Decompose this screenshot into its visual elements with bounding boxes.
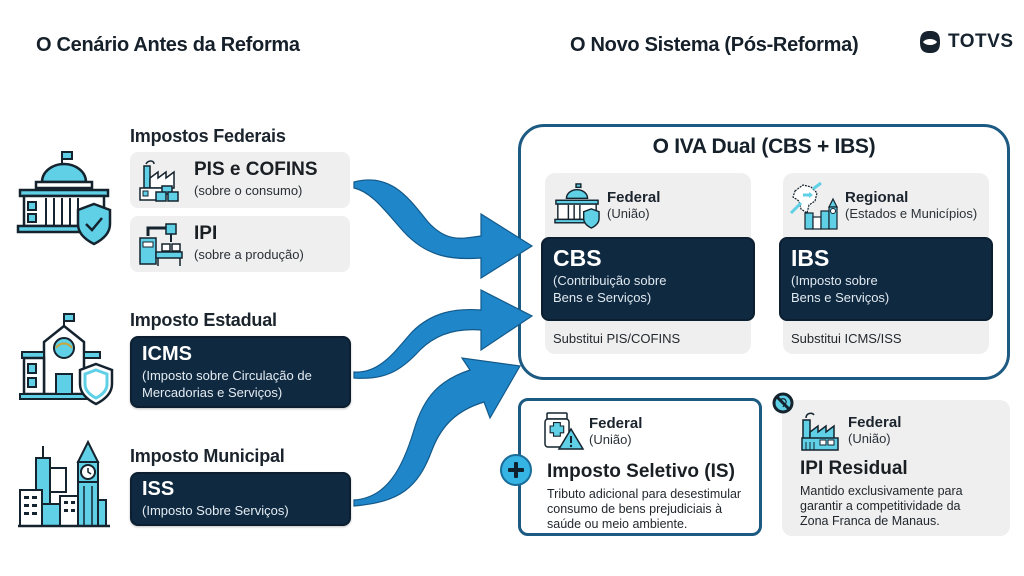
ipi-res-desc-line2: garantir a competitividade da bbox=[800, 499, 961, 513]
is-level: Federal bbox=[589, 415, 643, 432]
ipi-res-level: Federal bbox=[848, 414, 902, 431]
municipal-tax-heading: Imposto Municipal bbox=[130, 446, 285, 466]
ipi-res-description: Mantido exclusivamente para garantir a c… bbox=[800, 484, 963, 529]
ipi-res-title: IPI Residual bbox=[800, 458, 908, 479]
ipi-res-desc-line3: Zona Franca de Manaus. bbox=[800, 514, 940, 528]
icms-subtitle-line2: Mercadorias e Serviços) bbox=[142, 384, 283, 400]
is-desc-line3: saúde ou meio ambiente. bbox=[547, 517, 688, 531]
cbs-desc-line2: Bens e Serviços) bbox=[553, 289, 652, 305]
plus-icon bbox=[508, 462, 524, 478]
cbs-panel: Federal (União) CBS (Contribuição sobre … bbox=[541, 173, 755, 354]
pis-cofins-card: PIS e COFINS (sobre o consumo) bbox=[130, 152, 350, 208]
is-level-sub: (União) bbox=[589, 432, 632, 447]
ipi-res-desc-line1: Mantido exclusivamente para bbox=[800, 484, 963, 498]
city-clocktower-icon bbox=[18, 439, 110, 528]
ibs-desc-line1: (Imposto sobre bbox=[791, 273, 878, 288]
ibs-footer: Substitui ICMS/ISS bbox=[791, 331, 902, 346]
iss-subtitle: (Imposto Sobre Serviços) bbox=[142, 503, 289, 518]
state-building-shield-icon bbox=[19, 313, 114, 406]
after-reform-title: O Novo Sistema (Pós-Reforma) bbox=[570, 34, 859, 56]
iss-card: ISS (Imposto Sobre Serviços) bbox=[130, 472, 351, 526]
arrow-federal-to-iva bbox=[353, 179, 534, 280]
ibs-level-sub: (Estados e Municípios) bbox=[845, 206, 978, 221]
factory-boxes-icon bbox=[139, 160, 179, 202]
ibs-dark-card: IBS (Imposto sobre Bens e Serviços) bbox=[779, 237, 993, 321]
capitol-shield-icon bbox=[16, 151, 112, 246]
cbs-dark-card: CBS (Contribuição sobre Bens e Serviços) bbox=[541, 237, 755, 321]
cbs-level-sub: (União) bbox=[607, 206, 650, 221]
ipi-title: IPI bbox=[194, 223, 218, 244]
is-title: Imposto Seletivo (IS) bbox=[547, 461, 735, 482]
arrow-state-to-iva bbox=[353, 289, 534, 379]
capitol-shield-icon bbox=[554, 183, 600, 229]
logo-text: TOTVS bbox=[948, 31, 1014, 52]
ibs-level: Regional bbox=[845, 189, 909, 206]
federal-taxes-heading: Impostos Federais bbox=[130, 126, 286, 146]
imposto-seletivo-card: Federal (União) Imposto Seletivo (IS) Tr… bbox=[518, 398, 762, 536]
iva-dual-box: O IVA Dual (CBS + IBS) Federal (União) C… bbox=[518, 124, 1010, 380]
cbs-title: CBS bbox=[553, 245, 602, 271]
is-desc-line1: Tributo adicional para desestimular bbox=[547, 487, 742, 501]
state-tax-heading: Imposto Estadual bbox=[130, 310, 277, 330]
ipi-card: IPI (sobre a produção) bbox=[130, 216, 350, 272]
plus-badge bbox=[500, 454, 532, 486]
cbs-level: Federal bbox=[607, 189, 661, 206]
brazil-map-city-icon bbox=[789, 181, 838, 230]
cbs-footer: Substitui PIS/COFINS bbox=[553, 331, 681, 346]
ipi-subtitle: (sobre a produção) bbox=[194, 246, 304, 262]
icms-card: ICMS (Imposto sobre Circulação de Mercad… bbox=[130, 336, 351, 408]
iva-dual-title: O IVA Dual (CBS + IBS) bbox=[652, 135, 876, 158]
totvs-logo: TOTVS bbox=[918, 30, 1014, 54]
production-machine-icon bbox=[139, 223, 183, 266]
arrow-municipal-to-iva bbox=[353, 357, 521, 507]
before-reform-title: O Cenário Antes da Reforma bbox=[36, 34, 300, 56]
ibs-desc-line2: Bens e Serviços) bbox=[791, 289, 890, 305]
icms-title: ICMS bbox=[142, 343, 192, 365]
ibs-panel: Regional (Estados e Municípios) IBS (Imp… bbox=[779, 173, 993, 354]
is-description: Tributo adicional para desestimular cons… bbox=[547, 487, 741, 532]
icms-subtitle-line1: (Imposto sobre Circulação de bbox=[142, 368, 312, 383]
ipi-residual-card: Federal (União) IPI Residual Mantido exc… bbox=[782, 400, 1010, 536]
ipi-res-level-sub: (União) bbox=[848, 431, 891, 446]
cbs-desc-line1: (Contribuição sobre bbox=[553, 273, 667, 288]
ibs-title: IBS bbox=[791, 245, 830, 271]
iss-title: ISS bbox=[142, 478, 175, 500]
totvs-logo-icon bbox=[920, 31, 940, 53]
no-sign-icon bbox=[772, 392, 794, 414]
factory-icon bbox=[801, 412, 839, 451]
pis-cofins-title: PIS e COFINS bbox=[194, 159, 318, 180]
medicine-warning-icon bbox=[544, 412, 585, 450]
is-desc-line2: consumo de bens prejudiciais à bbox=[547, 502, 723, 516]
pis-cofins-subtitle: (sobre o consumo) bbox=[194, 182, 303, 198]
